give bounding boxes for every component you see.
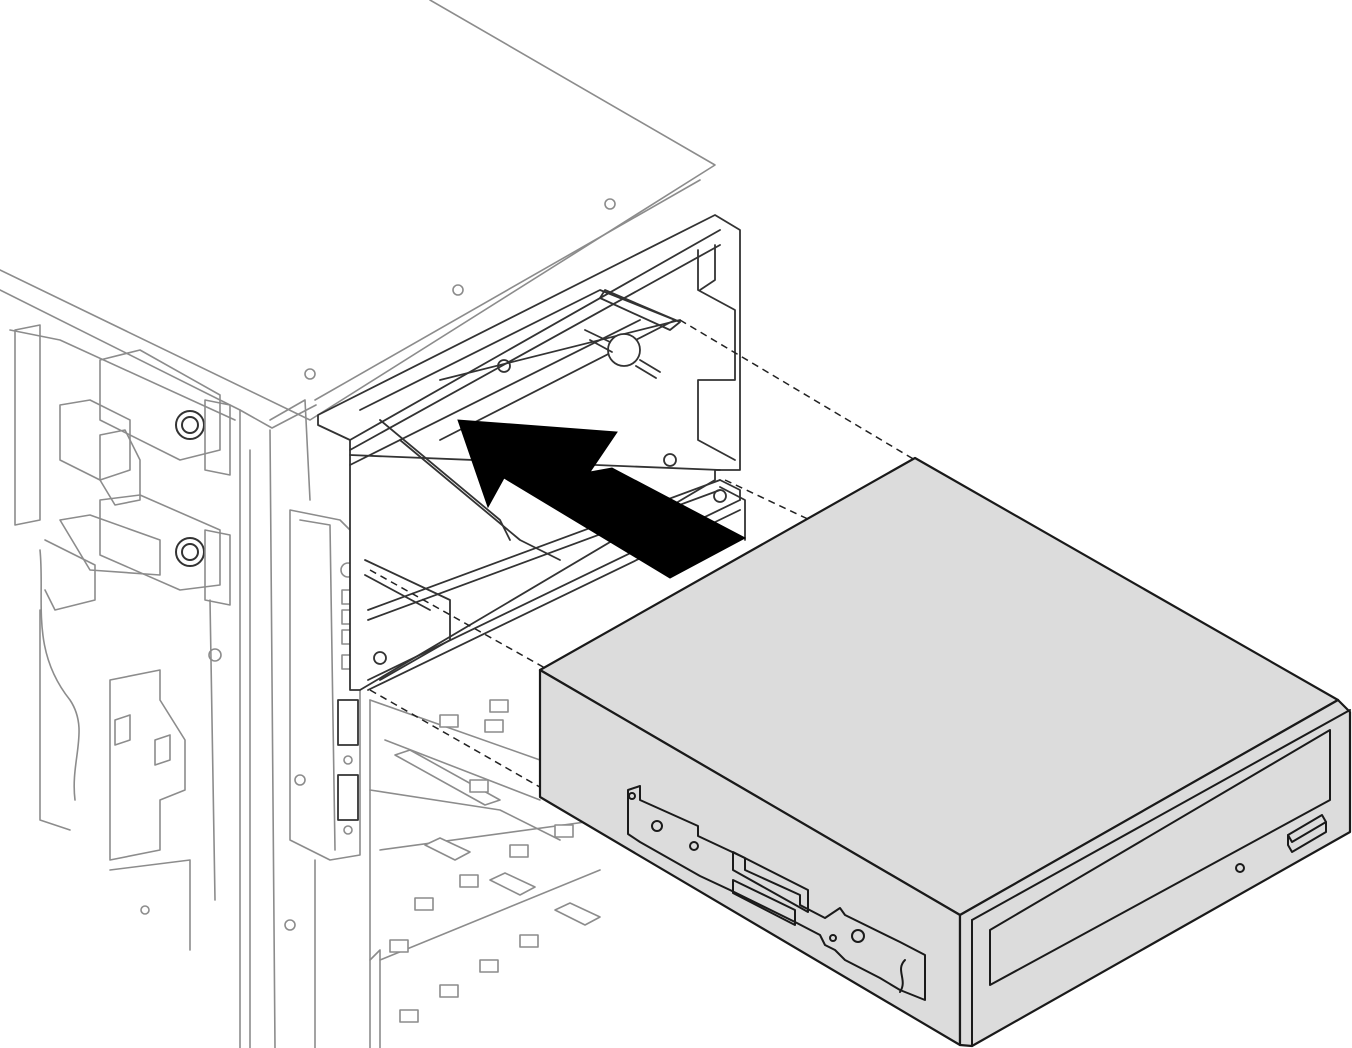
server-chassis (0, 0, 716, 1048)
optical-drive (538, 456, 1352, 1048)
alignment-guides (369, 319, 916, 791)
insert-direction-arrow-icon (457, 419, 747, 579)
